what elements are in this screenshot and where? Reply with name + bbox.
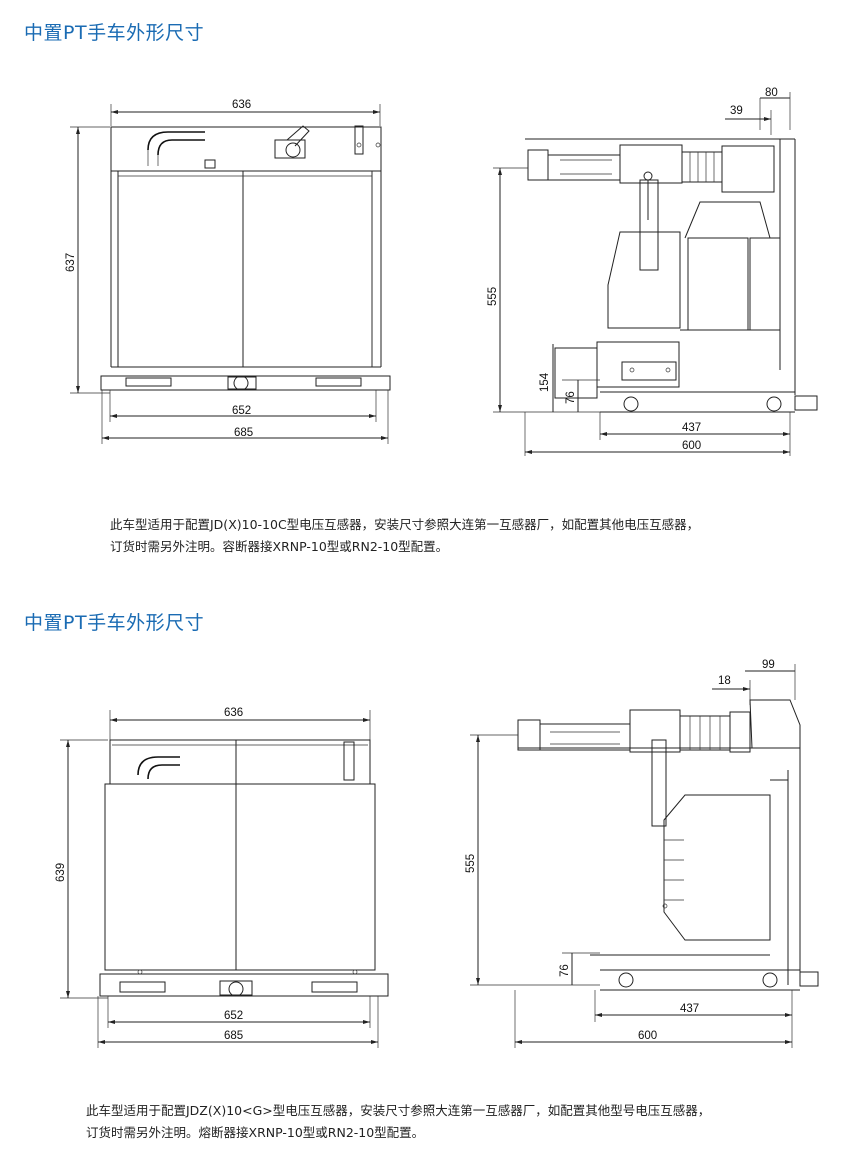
- section-2-desc-line-1: 此车型适用于配置JDZ(X)10<G>型电压互感器，安装尺寸参照大连第一互感器厂…: [86, 1103, 711, 1118]
- s2-front-dim-685: 685: [224, 1030, 243, 1042]
- s1-side-dim-80b: 80: [765, 87, 778, 99]
- section-2-description: 此车型适用于配置JDZ(X)10<G>型电压互感器，安装尺寸参照大连第一互感器厂…: [86, 1100, 710, 1144]
- section-1-title: 中置PT手车外形尺寸: [24, 22, 205, 44]
- s2-front-dim-636: 636: [224, 707, 243, 719]
- s1-side-dim-76: 76: [565, 391, 577, 404]
- section-2-front-view: 636 639 652 685: [55, 707, 389, 1048]
- s1-front-dim-637: 637: [65, 253, 77, 272]
- section-1-side-view: 99 80 39: [487, 87, 818, 456]
- s1-front-dim-636: 636: [232, 99, 251, 111]
- section-1-description: 此车型适用于配置JD(X)10-10C型电压互感器，安装尺寸参照大连第一互感器厂…: [110, 514, 699, 558]
- section-2-title: 中置PT手车外形尺寸: [24, 612, 205, 634]
- s1-front-dim-685: 685: [234, 427, 253, 439]
- s1-side-dim-154: 154: [539, 372, 551, 392]
- s2-front-dim-639: 639: [55, 863, 67, 882]
- s1-front-dim-652: 652: [232, 405, 251, 417]
- s2-front-dim-652: 652: [224, 1010, 243, 1022]
- s1-side-dim-39: 39: [730, 105, 743, 117]
- section-2-side-view: 99 18 555 76: [465, 659, 819, 1048]
- section-1-desc-line-1: 此车型适用于配置JD(X)10-10C型电压互感器，安装尺寸参照大连第一互感器厂…: [110, 517, 700, 532]
- s2-side-dim-76: 76: [559, 964, 571, 977]
- section-1-front-view: 636 637: [65, 99, 391, 444]
- section-1-desc-line-2: 订货时需另外注明。容断器接XRNP-10型或RN2-10型配置。: [110, 539, 449, 554]
- s1-side-dim-555: 555: [487, 287, 499, 306]
- s2-side-dim-99: 99: [762, 659, 775, 671]
- s1-side-dim-437: 437: [682, 422, 701, 434]
- s1-side-dim-600: 600: [682, 440, 701, 452]
- section-2-desc-line-2: 订货时需另外注明。熔断器接XRNP-10型或RN2-10型配置。: [86, 1125, 425, 1140]
- s2-side-dim-437: 437: [680, 1003, 699, 1015]
- s2-side-dim-555: 555: [465, 854, 477, 873]
- s2-side-dim-600: 600: [638, 1030, 657, 1042]
- s2-side-dim-18: 18: [718, 675, 731, 687]
